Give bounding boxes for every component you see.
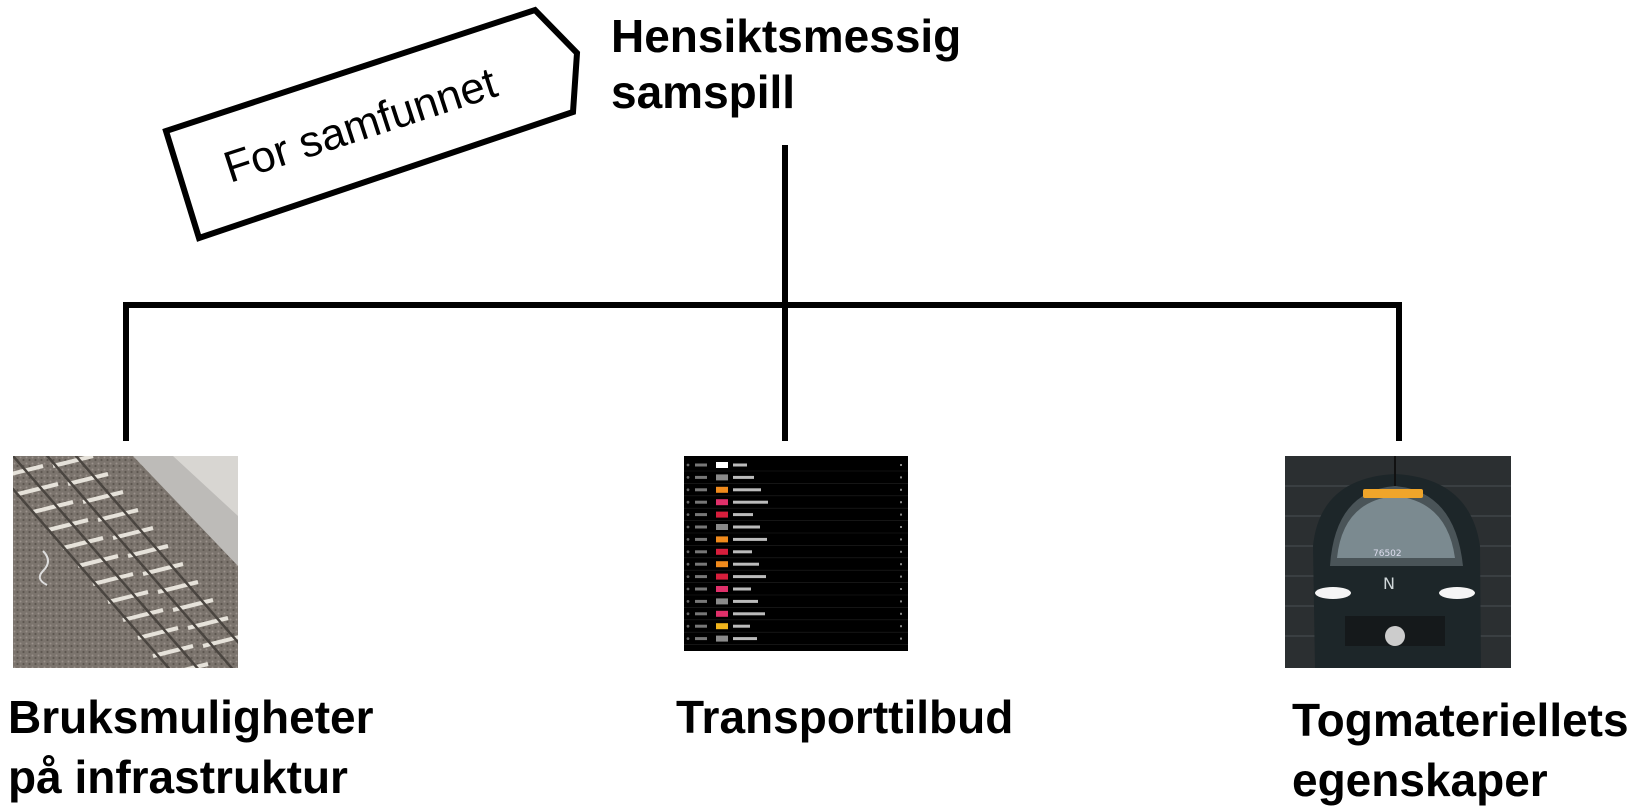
label-rolling-stock: Togmateriellets egenskaper bbox=[1292, 690, 1629, 810]
svg-text:N: N bbox=[1383, 574, 1395, 593]
train-front-photo: 76502 N bbox=[1285, 456, 1511, 668]
label-infrastructure-line2: på infrastruktur bbox=[8, 751, 348, 803]
label-transport: Transporttilbud bbox=[676, 687, 1013, 747]
label-transport-line1: Transporttilbud bbox=[676, 691, 1014, 743]
root-title-line1: Hensiktsmessig bbox=[611, 10, 962, 62]
root-title-line2: samspill bbox=[611, 66, 796, 118]
label-infrastructure-line1: Bruksmuligheter bbox=[8, 691, 374, 743]
label-rolling-stock-line1: Togmateriellets bbox=[1292, 694, 1629, 746]
root-title: Hensiktsmessig samspill bbox=[611, 8, 961, 120]
label-infrastructure: Bruksmuligheter på infrastruktur bbox=[8, 687, 374, 807]
svg-text:76502: 76502 bbox=[1373, 549, 1402, 559]
departure-board-photo bbox=[684, 456, 908, 651]
railway-tracks-photo bbox=[13, 456, 238, 668]
tag-shape: For samfunnet bbox=[162, 6, 581, 242]
label-rolling-stock-line2: egenskaper bbox=[1292, 754, 1548, 806]
